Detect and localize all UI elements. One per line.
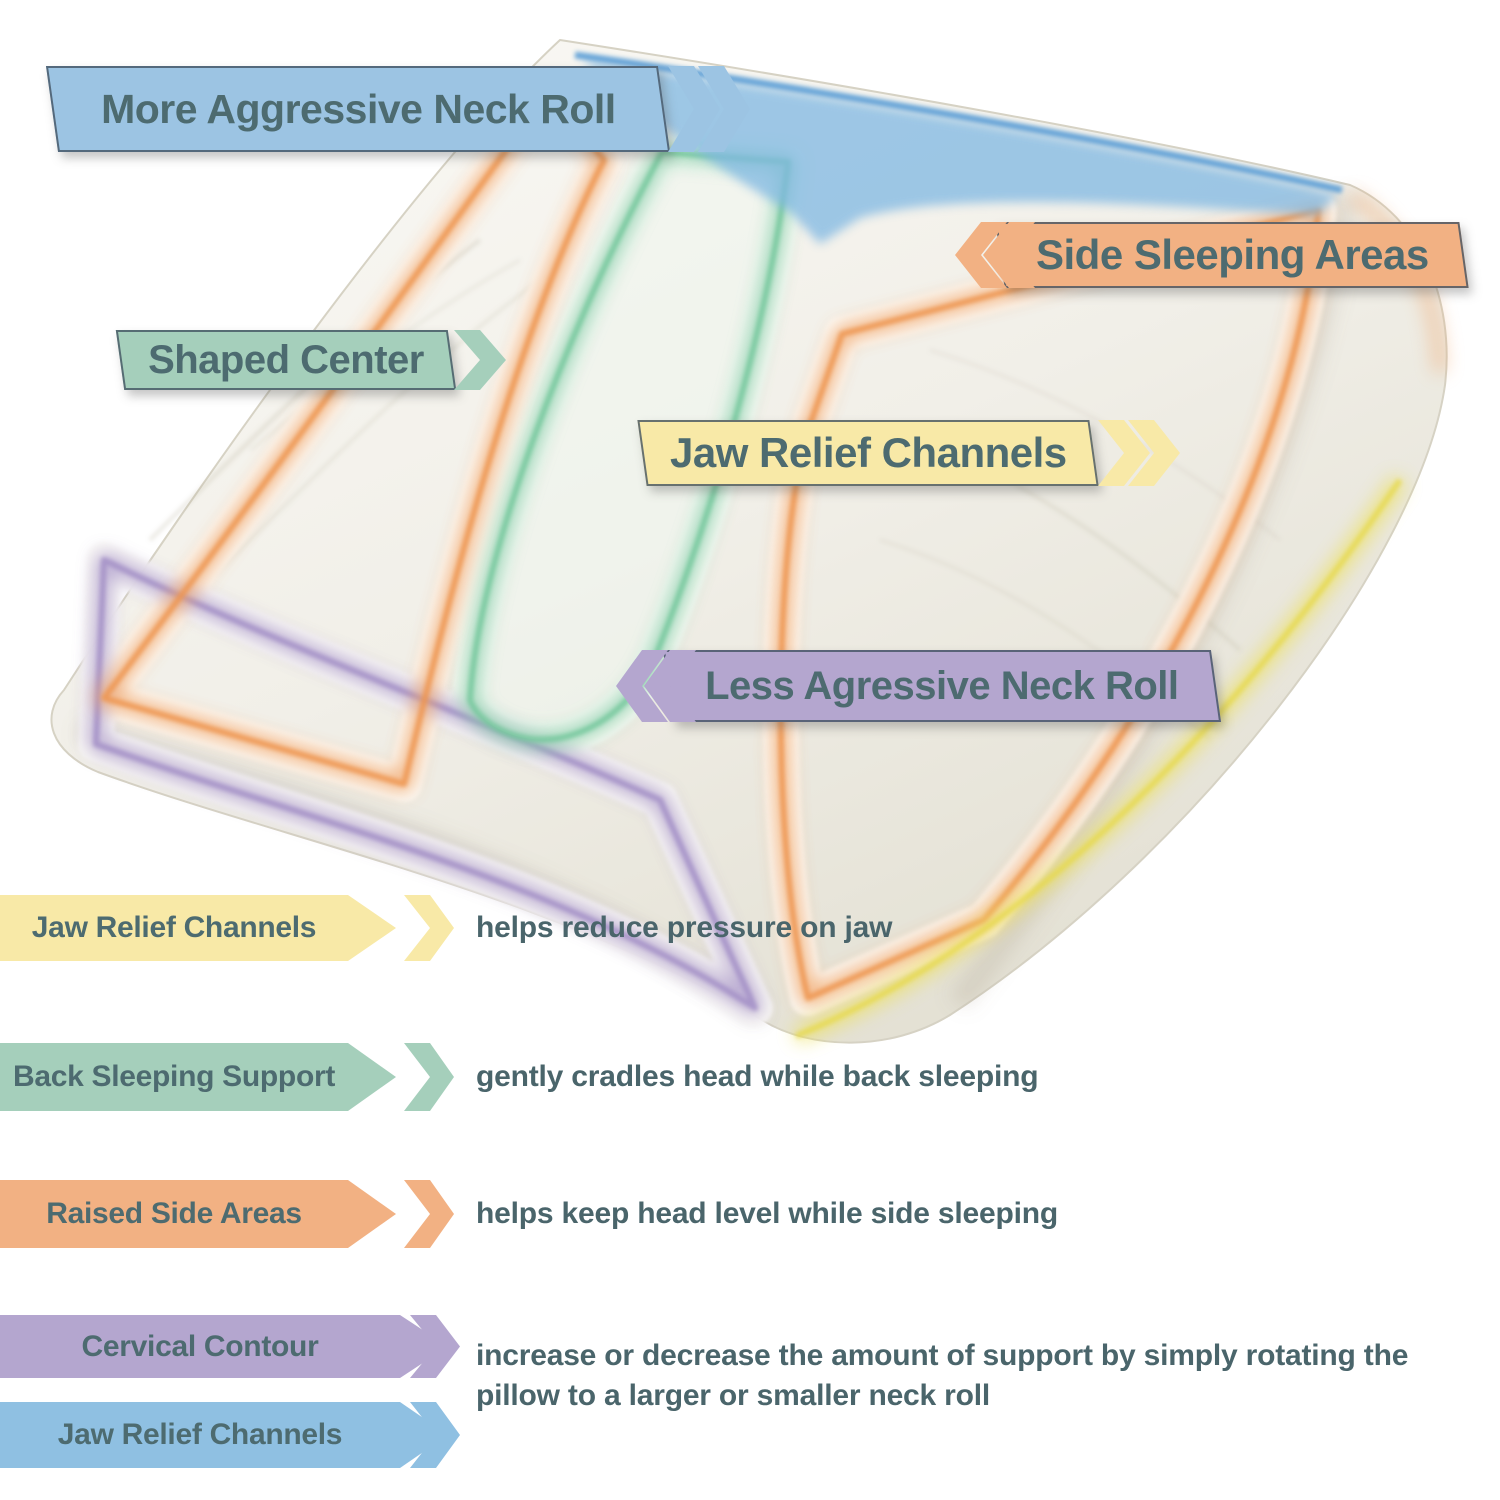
- legend-row-raised-side: Raised Side Areas helps keep head level …: [0, 1180, 1500, 1248]
- zone-jaw-relief-edge: [792, 475, 1407, 1044]
- legend-banner-blue: Jaw Relief Channels: [0, 1402, 448, 1468]
- callout-banner-yellow: Jaw Relief Channels: [637, 420, 1099, 486]
- legend-description: helps keep head level while side sleepin…: [476, 1197, 1059, 1230]
- pillow-illustration: [50, 38, 1448, 1044]
- legend-row-jaw-relief: Jaw Relief Channels helps reduce pressur…: [0, 895, 1500, 961]
- legend-label: Raised Side Areas: [46, 1197, 302, 1230]
- callout-more-aggressive-neck-roll: More Aggressive Neck Roll: [45, 66, 750, 152]
- legend-label: Cervical Contour: [81, 1329, 319, 1363]
- legend-banner-purple: Cervical Contour: [0, 1315, 448, 1378]
- legend-description: gently cradles head while back sleeping: [476, 1060, 1039, 1093]
- legend-banner-green: Back Sleeping Support: [0, 1043, 396, 1111]
- callout-label: Side Sleeping Areas: [1035, 231, 1429, 278]
- callout-less-agressive-neck-roll: Less Agressive Neck Roll: [668, 650, 1222, 722]
- callout-jaw-relief-channels: Jaw Relief Channels: [637, 420, 1180, 486]
- legend-banner-yellow: Jaw Relief Channels: [0, 895, 396, 961]
- callout-banner-blue: More Aggressive Neck Roll: [45, 66, 671, 152]
- legend-label: Back Sleeping Support: [12, 1060, 336, 1093]
- zone-side-sleeping-left: [95, 83, 613, 793]
- callout-banner-orange: Side Sleeping Areas: [995, 222, 1469, 288]
- callout-banner-green: Shaped Center: [115, 330, 457, 390]
- callout-shaped-center: Shaped Center: [115, 330, 506, 390]
- legend-description: helps reduce pressure on jaw: [476, 911, 893, 944]
- legend-label: Jaw Relief Channels: [57, 1418, 343, 1451]
- legend-row-back-sleeping: Back Sleeping Support gently cradles hea…: [0, 1043, 1500, 1111]
- zone-cervical-contour: [87, 551, 764, 1017]
- callout-label: Less Agressive Neck Roll: [705, 663, 1179, 708]
- legend-row-cervical-contour: Cervical Contour: [0, 1315, 1500, 1378]
- legend-row-jaw-relief-blue: Jaw Relief Channels: [0, 1402, 1500, 1468]
- callout-side-sleeping-areas: Side Sleeping Areas: [1000, 222, 1469, 288]
- callout-label: Jaw Relief Channels: [669, 429, 1067, 476]
- chevron-right-icon: [404, 895, 454, 961]
- legend-label: Jaw Relief Channels: [31, 911, 317, 944]
- callout-banner-purple: Less Agressive Neck Roll: [662, 650, 1222, 722]
- zone-shaped-center: [461, 143, 797, 748]
- chevron-right-icon: [404, 1043, 454, 1111]
- chevron-right-icon: [404, 1180, 454, 1248]
- callout-label: More Aggressive Neck Roll: [100, 85, 616, 132]
- callout-label: Shaped Center: [148, 337, 424, 382]
- legend-group-description: increase or decrease the amount of suppo…: [476, 1339, 1409, 1412]
- legend-banner-orange: Raised Side Areas: [0, 1180, 396, 1248]
